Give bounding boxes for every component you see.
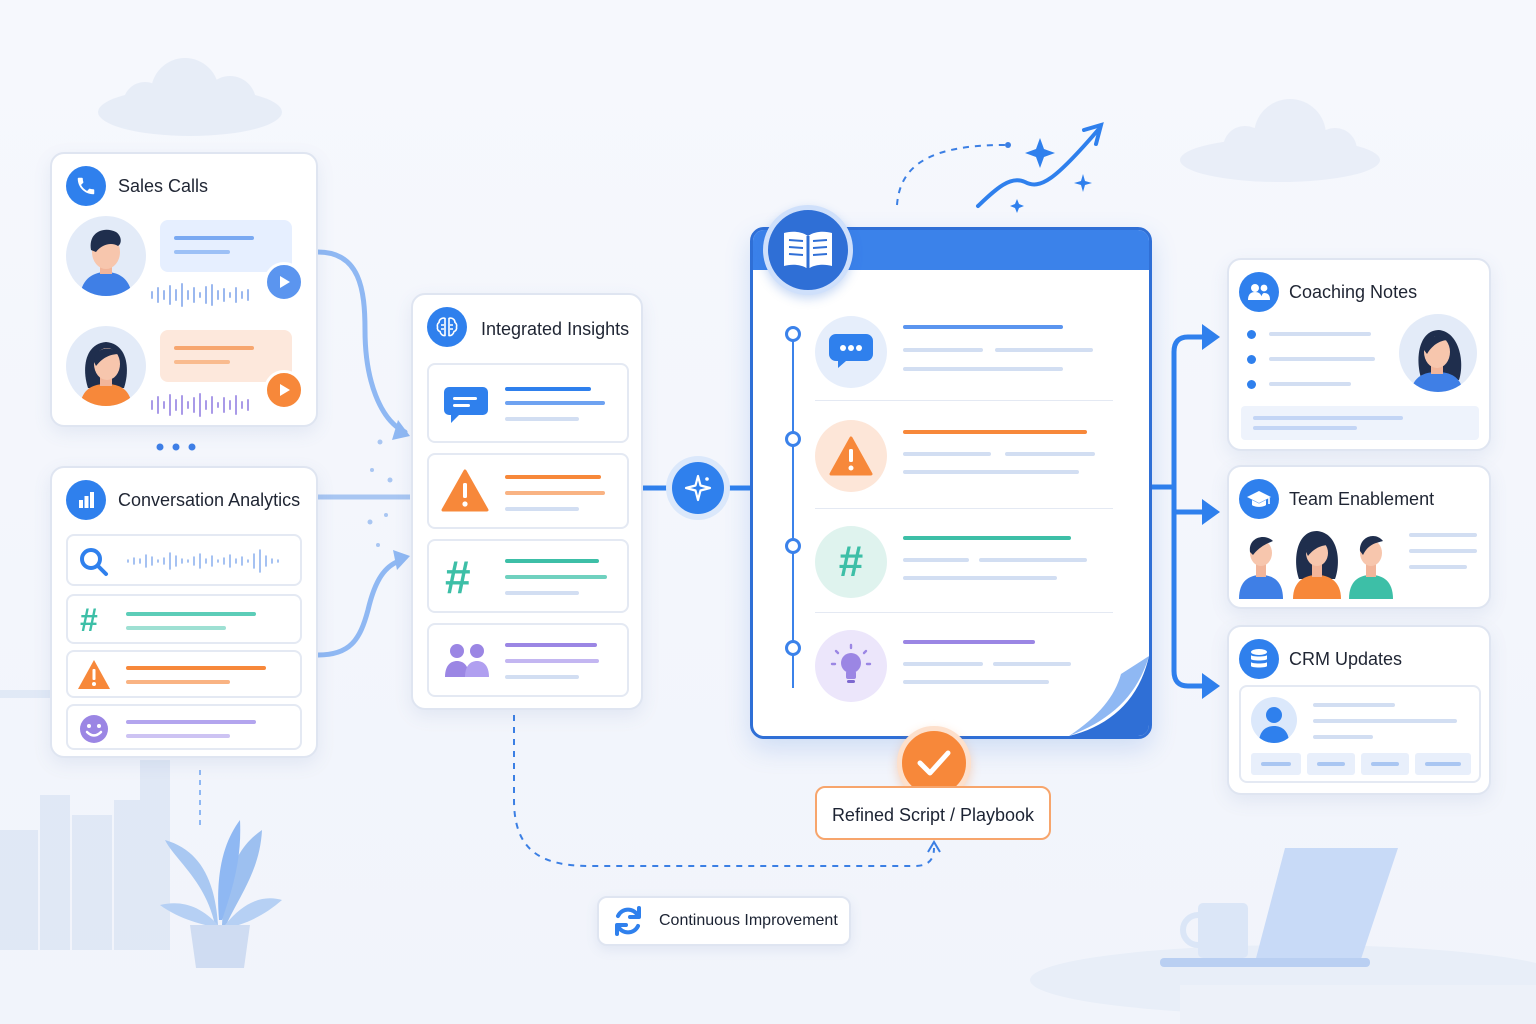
conversation-analytics-card: Conversation Analytics # — [50, 466, 318, 758]
sparkle-star-large — [1025, 138, 1055, 168]
coaching-notes-card: Coaching Notes — [1227, 258, 1491, 451]
plant-illustration — [160, 820, 282, 968]
conversation-analytics-title: Conversation Analytics — [118, 490, 301, 510]
insight-row-team[interactable] — [427, 623, 629, 697]
contact-avatar-icon — [1251, 697, 1297, 743]
search-waveform — [127, 549, 279, 573]
caller-avatar-male — [66, 216, 146, 296]
smiley-icon — [80, 715, 108, 743]
timeline-node — [785, 431, 801, 447]
hashtag-icon: # — [80, 602, 98, 638]
notes-footer-block — [1241, 406, 1479, 440]
team-people-illustration — [1239, 531, 1393, 599]
crm-field — [1307, 753, 1355, 775]
search-row[interactable] — [66, 534, 302, 586]
city-silhouette — [0, 690, 170, 950]
crm-updates-card: CRM Updates — [1227, 625, 1491, 795]
continuous-improvement-label: Continuous Improvement — [659, 912, 838, 929]
crm-record[interactable] — [1239, 685, 1481, 783]
crm-field — [1415, 753, 1471, 775]
timeline-node — [785, 538, 801, 554]
playbook-document: # — [750, 227, 1152, 739]
sparkle-icon — [672, 462, 724, 514]
phone-icon — [66, 166, 106, 206]
play-button-1[interactable] — [264, 262, 304, 302]
crm-updates-title: CRM Updates — [1289, 649, 1403, 669]
audio-waveform-2 — [151, 393, 249, 417]
timeline-node — [785, 640, 801, 656]
ellipsis-dots — [156, 443, 196, 451]
cloud-left — [98, 58, 282, 136]
chat-bubble-icon — [444, 387, 488, 423]
hashtag-icon: # — [815, 526, 887, 598]
crm-field — [1251, 753, 1301, 775]
bar-chart-icon — [66, 480, 106, 520]
integrated-insights-title: Integrated Insights — [481, 319, 630, 339]
ai-sparkle-node[interactable] — [666, 456, 730, 520]
chat-dots-icon — [815, 316, 887, 388]
insight-row-keyword[interactable]: # — [427, 539, 629, 613]
lightbulb-icon — [815, 630, 887, 702]
graduation-cap-icon — [1239, 479, 1279, 519]
risk-row[interactable] — [66, 650, 302, 698]
caller-avatar-female — [66, 326, 146, 406]
keyword-row[interactable]: # — [66, 594, 302, 644]
hashtag-icon: # — [445, 551, 471, 603]
sentiment-row[interactable] — [66, 704, 302, 750]
integrated-insights-card: Integrated Insights # — [411, 293, 643, 710]
coaching-notes-title: Coaching Notes — [1289, 282, 1418, 302]
search-icon — [80, 548, 108, 576]
people-icon — [445, 644, 489, 677]
refresh-icon — [615, 906, 641, 936]
insight-row-chat[interactable] — [427, 363, 629, 443]
team-enablement-card: Team Enablement — [1227, 465, 1491, 609]
laptop-illustration — [1160, 848, 1398, 967]
timeline-line — [792, 334, 794, 688]
people-icon — [1239, 272, 1279, 312]
sales-calls-title: Sales Calls — [118, 176, 209, 196]
brain-icon — [427, 307, 467, 347]
team-enablement-title: Team Enablement — [1289, 489, 1435, 509]
transcript-bubble-2 — [160, 330, 292, 382]
warning-icon — [815, 420, 887, 492]
audio-waveform-1 — [151, 283, 249, 307]
database-icon — [1239, 639, 1279, 679]
particle-dots — [367, 439, 393, 547]
mug-illustration — [1180, 903, 1248, 958]
cloud-right — [1180, 99, 1380, 182]
transcript-bubble-1 — [160, 220, 292, 272]
sales-calls-card: Sales Calls — [50, 152, 318, 427]
insight-row-risk[interactable] — [427, 453, 629, 529]
page-curl — [1069, 656, 1149, 736]
coach-avatar — [1399, 314, 1477, 392]
warning-icon — [78, 660, 110, 689]
warning-icon — [441, 469, 489, 512]
timeline-node — [785, 326, 801, 342]
play-button-2[interactable] — [264, 370, 304, 410]
playbook-label: Refined Script / Playbook — [815, 786, 1051, 840]
continuous-improvement-pill: Continuous Improvement — [597, 896, 851, 946]
crm-field — [1361, 753, 1409, 775]
open-book-icon — [763, 205, 853, 295]
